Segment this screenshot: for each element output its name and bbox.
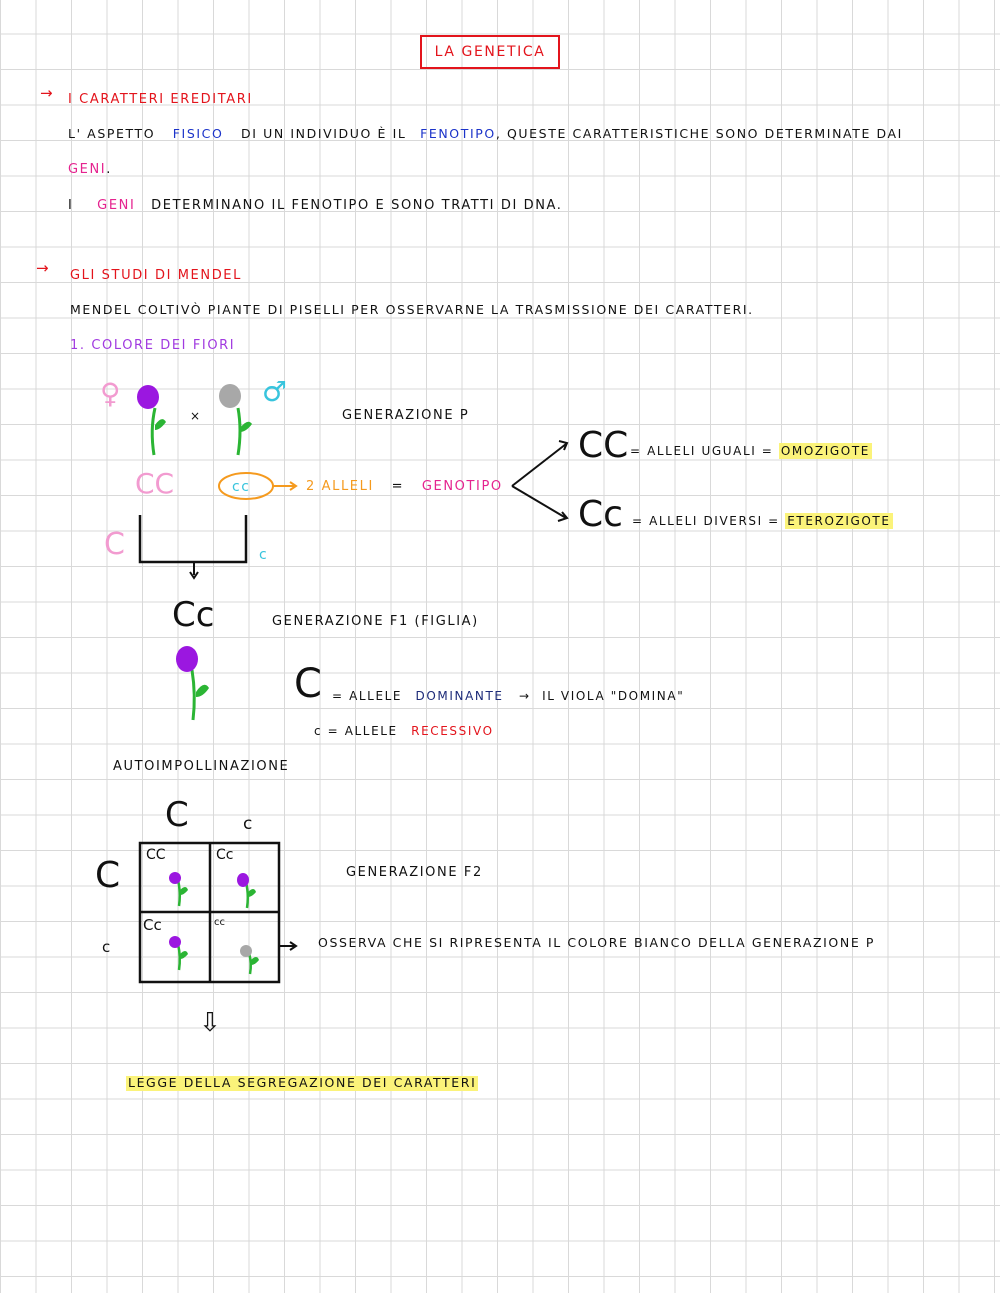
- arrow: →: [519, 689, 531, 703]
- text: = ALLELI DIVERSI =: [632, 514, 780, 528]
- dominant-definition: = ALLELE DOMINANTE → IL VIOLA "DOMINA": [332, 690, 684, 702]
- text: I: [68, 198, 74, 213]
- grey-flower-icon: [219, 384, 252, 456]
- dominant-letter: C: [294, 661, 322, 707]
- gen-f2-label: GENERAZIONE F2: [346, 865, 483, 880]
- recessivo-word: RECESSIVO: [411, 724, 494, 738]
- parent1-genotype: CC: [135, 467, 175, 500]
- section1-arrow: →: [40, 84, 53, 102]
- punnett-col1: C: [165, 795, 189, 835]
- gen-f1-label: GENERAZIONE F1 (FIGLIA): [272, 614, 479, 629]
- omozigote-highlight: OMOZIGOTE: [778, 443, 872, 459]
- section2-line1: MENDEL COLTIVÒ PIANTE DI PISELLI PER OSS…: [70, 302, 754, 317]
- omozigote-definition: = ALLELI UGUALI = OMOZIGOTE: [630, 443, 872, 459]
- recessive-letter: c: [314, 724, 323, 738]
- gen-p-label: GENERAZIONE P: [342, 408, 470, 423]
- text: IL VIOLA "DOMINA": [542, 689, 685, 703]
- keyword-geni: GENI: [97, 198, 136, 213]
- small-purple-flower-icon: [237, 873, 256, 909]
- gamete2: c: [259, 547, 269, 563]
- cell-22: cc: [214, 917, 225, 928]
- section2-heading: GLI STUDI DI MENDEL: [70, 268, 242, 283]
- section1-line3: I GENI DETERMINANO IL FENOTIPO E SONO TR…: [68, 199, 563, 212]
- male-symbol-icon: ♂: [262, 375, 288, 408]
- branch-top-arrow: [511, 440, 569, 487]
- section2-sub: 1. COLORE DEI FIORI: [70, 338, 236, 353]
- branch-top-big: CC: [578, 425, 629, 466]
- page-title: LA GENETICA: [434, 44, 546, 60]
- keyword-fenotipo: FENOTIPO: [420, 126, 496, 141]
- cell-11: CC: [146, 847, 166, 863]
- section1-line1: L' ASPETTO FISICO DI UN INDIVIDUO È IL F…: [68, 126, 903, 141]
- law-highlight: LEGGE DELLA SEGREGAZIONE DEI CARATTERI: [126, 1075, 479, 1091]
- section2-arrow: →: [36, 259, 49, 277]
- punnett-row2: c: [102, 938, 112, 956]
- cross-symbol: ×: [190, 409, 202, 423]
- section1-line2: GENI.: [68, 163, 112, 176]
- observe-text: OSSERVA CHE SI RIPRESENTA IL COLORE BIAN…: [318, 935, 876, 950]
- keyword-geni: GENI: [68, 162, 107, 177]
- equals: =: [391, 479, 405, 494]
- down-arrow-icon: ⇩: [199, 1008, 221, 1038]
- text: = ALLELE: [332, 689, 403, 703]
- recessive-definition: c = ALLELE RECESSIVO: [314, 725, 494, 737]
- small-purple-flower-icon: [169, 872, 188, 907]
- gamete1: C: [104, 527, 125, 562]
- f1-purple-flower-icon: [176, 646, 209, 721]
- cross-bracket: [138, 515, 248, 564]
- text: .: [106, 162, 112, 177]
- punnett-col2: c: [243, 814, 254, 834]
- text: L' ASPETTO: [68, 126, 156, 141]
- genotype-definition: 2 ALLELI = GENOTIPO: [306, 480, 503, 493]
- branch-bottom-big: Cc: [578, 494, 623, 535]
- small-grey-flower-icon: [240, 945, 259, 975]
- cell-21: Cc: [143, 916, 162, 934]
- text: , QUESTE CARATTERISTICHE SONO DETERMINAT…: [495, 126, 903, 141]
- section1-heading: I CARATTERI EREDITARI: [68, 92, 253, 107]
- dominante-word: DOMINANTE: [415, 689, 504, 703]
- f1-genotype: Cc: [172, 595, 215, 635]
- keyword-fisico: FISICO: [172, 126, 224, 141]
- alleles-text: 2 ALLELI: [306, 479, 374, 494]
- eterozigote-highlight: ETEROZIGOTE: [785, 513, 893, 529]
- eterozigote-definition: = ALLELI DIVERSI = ETEROZIGOTE: [632, 513, 893, 529]
- text: DI UN INDIVIDUO È IL: [241, 126, 407, 141]
- title-box: LA GENETICA: [420, 35, 560, 69]
- punnett-row1: C: [95, 855, 121, 896]
- autoimpollinazione-label: AUTOIMPOLLINAZIONE: [113, 759, 290, 774]
- genotype-word: GENOTIPO: [421, 479, 503, 494]
- text: DETERMINANO IL FENOTIPO E SONO TRATTI DI…: [151, 198, 563, 213]
- parent2-genotype: cc: [232, 479, 251, 495]
- cell-12: Cc: [216, 847, 234, 863]
- small-purple-flower-icon: [169, 936, 188, 971]
- branch-bottom-arrow: [511, 485, 569, 522]
- text: = ALLELI UGUALI =: [630, 444, 774, 458]
- text: = ALLELE: [327, 724, 398, 738]
- female-symbol-icon: ♀: [100, 377, 121, 410]
- purple-flower-icon: [137, 385, 166, 456]
